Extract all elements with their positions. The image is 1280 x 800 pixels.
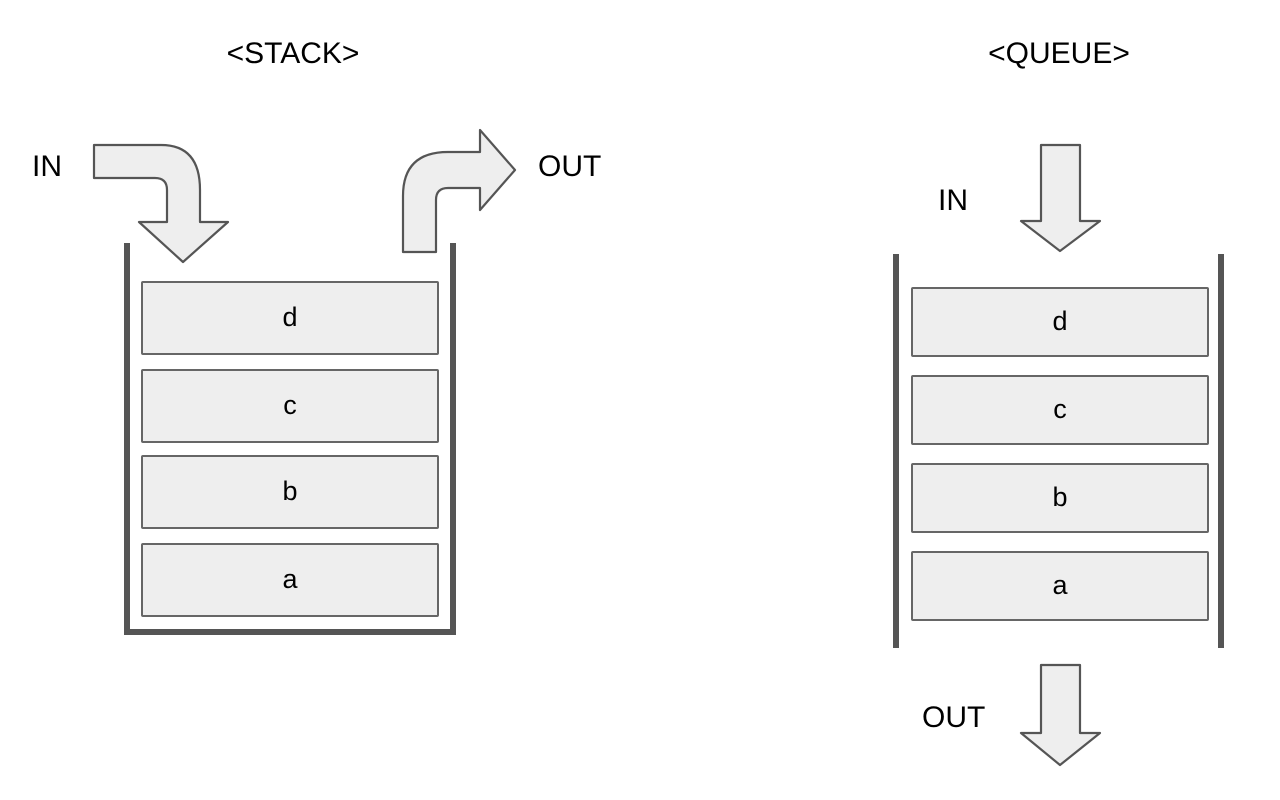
queue-in-arrow-down-icon (1019, 143, 1102, 253)
stack-cell-label: c (283, 390, 297, 420)
stack-cell-box (141, 281, 439, 355)
stack-cell: a (141, 543, 439, 617)
stack-cell-label: b (282, 476, 297, 506)
queue-cell-label: a (1052, 570, 1068, 600)
queue-cell-box (911, 287, 1209, 357)
stack-cell-label: a (282, 564, 298, 594)
stack-out-curved-arrow-right-icon (401, 128, 517, 254)
stack-in-label: IN (32, 150, 62, 183)
queue-in-label: IN (938, 184, 968, 217)
stack-cell-box (141, 543, 439, 617)
queue-cell: b (911, 463, 1209, 533)
stack-in-curved-arrow-down-icon (92, 143, 230, 264)
queue-cell: a (911, 551, 1209, 621)
stack-cell-box (141, 455, 439, 529)
stack-cell: d (141, 281, 439, 355)
queue-cell: d (911, 287, 1209, 357)
queue-cell-box (911, 463, 1209, 533)
queue-cell-label: b (1052, 482, 1067, 512)
stack-title: <STACK> (227, 37, 360, 70)
queue-out-label: OUT (922, 701, 985, 734)
queue-cell-box (911, 551, 1209, 621)
queue-right-wall (1218, 254, 1224, 648)
queue-cell: c (911, 375, 1209, 445)
stack-group: <STACK> IN OUT d c b (32, 37, 601, 635)
stack-cell: b (141, 455, 439, 529)
queue-left-wall (893, 254, 899, 648)
queue-out-arrow-down-icon (1019, 663, 1102, 767)
queue-cell-box (911, 375, 1209, 445)
queue-cell-label: d (1052, 306, 1067, 336)
stack-cell-box (141, 369, 439, 443)
queue-title: <QUEUE> (988, 37, 1130, 70)
queue-cell-label: c (1053, 394, 1067, 424)
stack-cell-label: d (282, 302, 297, 332)
stack-out-label: OUT (538, 150, 601, 183)
queue-group: <QUEUE> IN d c b a (893, 37, 1224, 767)
stack-cell: c (141, 369, 439, 443)
